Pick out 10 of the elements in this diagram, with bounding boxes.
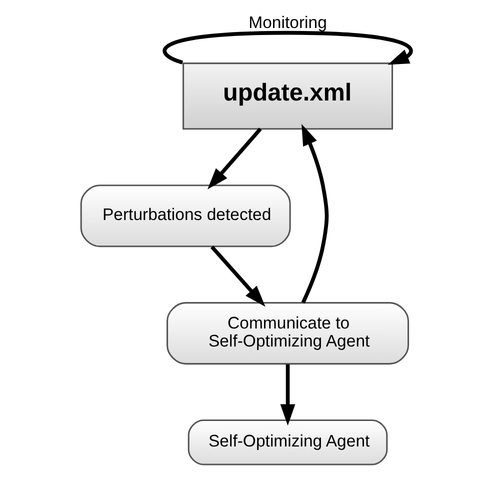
- arrow: [300, 124, 328, 304]
- node-box: Perturbations detected: [80, 184, 290, 248]
- edge-label: Monitoring: [248, 12, 326, 32]
- arrow: [280, 364, 295, 426]
- arrow: [206, 128, 262, 190]
- arrow: [162, 30, 412, 65]
- node-box: update.xml: [182, 62, 393, 130]
- node-box: Self-Optimizing Agent: [187, 419, 388, 466]
- arrow: [210, 246, 265, 307]
- node-box: Communicate to Self-Optimizing Agent: [166, 302, 409, 365]
